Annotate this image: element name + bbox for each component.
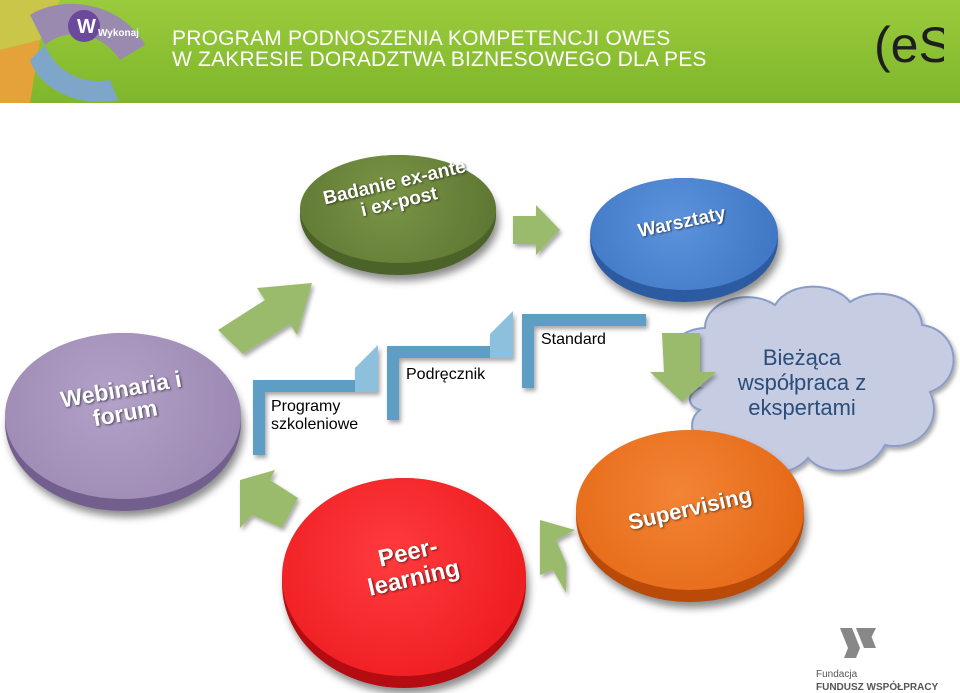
title-line-1: PROGRAM PODNOSZENIA KOMPETENCJI OWES <box>172 27 671 50</box>
logo-shape-orange <box>0 40 40 103</box>
logo-text: Wykonaj <box>98 28 139 39</box>
footer-line-2: FUNDUSZ WSPÓŁPRACY <box>816 680 939 693</box>
arrow-badanie-warsztaty <box>513 205 560 255</box>
stair-label-1: Programy szkoleniowe <box>271 398 359 433</box>
wykonaj-logo: W Wykonaj <box>0 0 145 103</box>
fundusz-logo: Fundacja FUNDUSZ WSPÓŁPRACY <box>816 628 939 693</box>
disc-badanie: Badanie ex-ante i ex-post <box>300 155 496 275</box>
arrow-webinaria-badanie <box>218 283 312 354</box>
svg-text:W: W <box>77 16 96 38</box>
logo-arc-blue <box>30 45 118 102</box>
arrow-peer-webinaria <box>240 470 298 528</box>
footer-line-1: Fundacja <box>816 669 858 680</box>
disc-peer: Peer-learning <box>282 478 526 688</box>
stair-step-1 <box>253 345 378 455</box>
stair-label-2: Podręcznik <box>406 366 486 383</box>
disc-supervising: Supervising <box>576 430 804 602</box>
es-logo-text: (eS) <box>874 17 944 73</box>
stair-step-2 <box>387 311 513 420</box>
disc-webinaria: Webinaria i forum <box>5 333 241 511</box>
header-banner: W Wykonaj PROGRAM PODNOSZENIA KOMPETENCJ… <box>0 0 960 103</box>
es-logo: (eS) <box>874 17 944 73</box>
arrow-supervising-peer <box>540 520 575 593</box>
disc-warsztaty: Warsztaty <box>590 178 778 302</box>
stair-step-3 <box>522 314 646 388</box>
stair-label-3: Standard <box>541 331 606 348</box>
title-line-2: W ZAKRESIE DORADZTWA BIZNESOWEGO DLA PES <box>172 48 707 71</box>
logo-circle <box>68 10 100 42</box>
arrow-warsztaty-supervising <box>650 333 716 402</box>
cloud-label: Bieżąca współpraca z ekspertami <box>737 345 867 420</box>
page-title: PROGRAM PODNOSZENIA KOMPETENCJI OWES W Z… <box>172 28 707 70</box>
